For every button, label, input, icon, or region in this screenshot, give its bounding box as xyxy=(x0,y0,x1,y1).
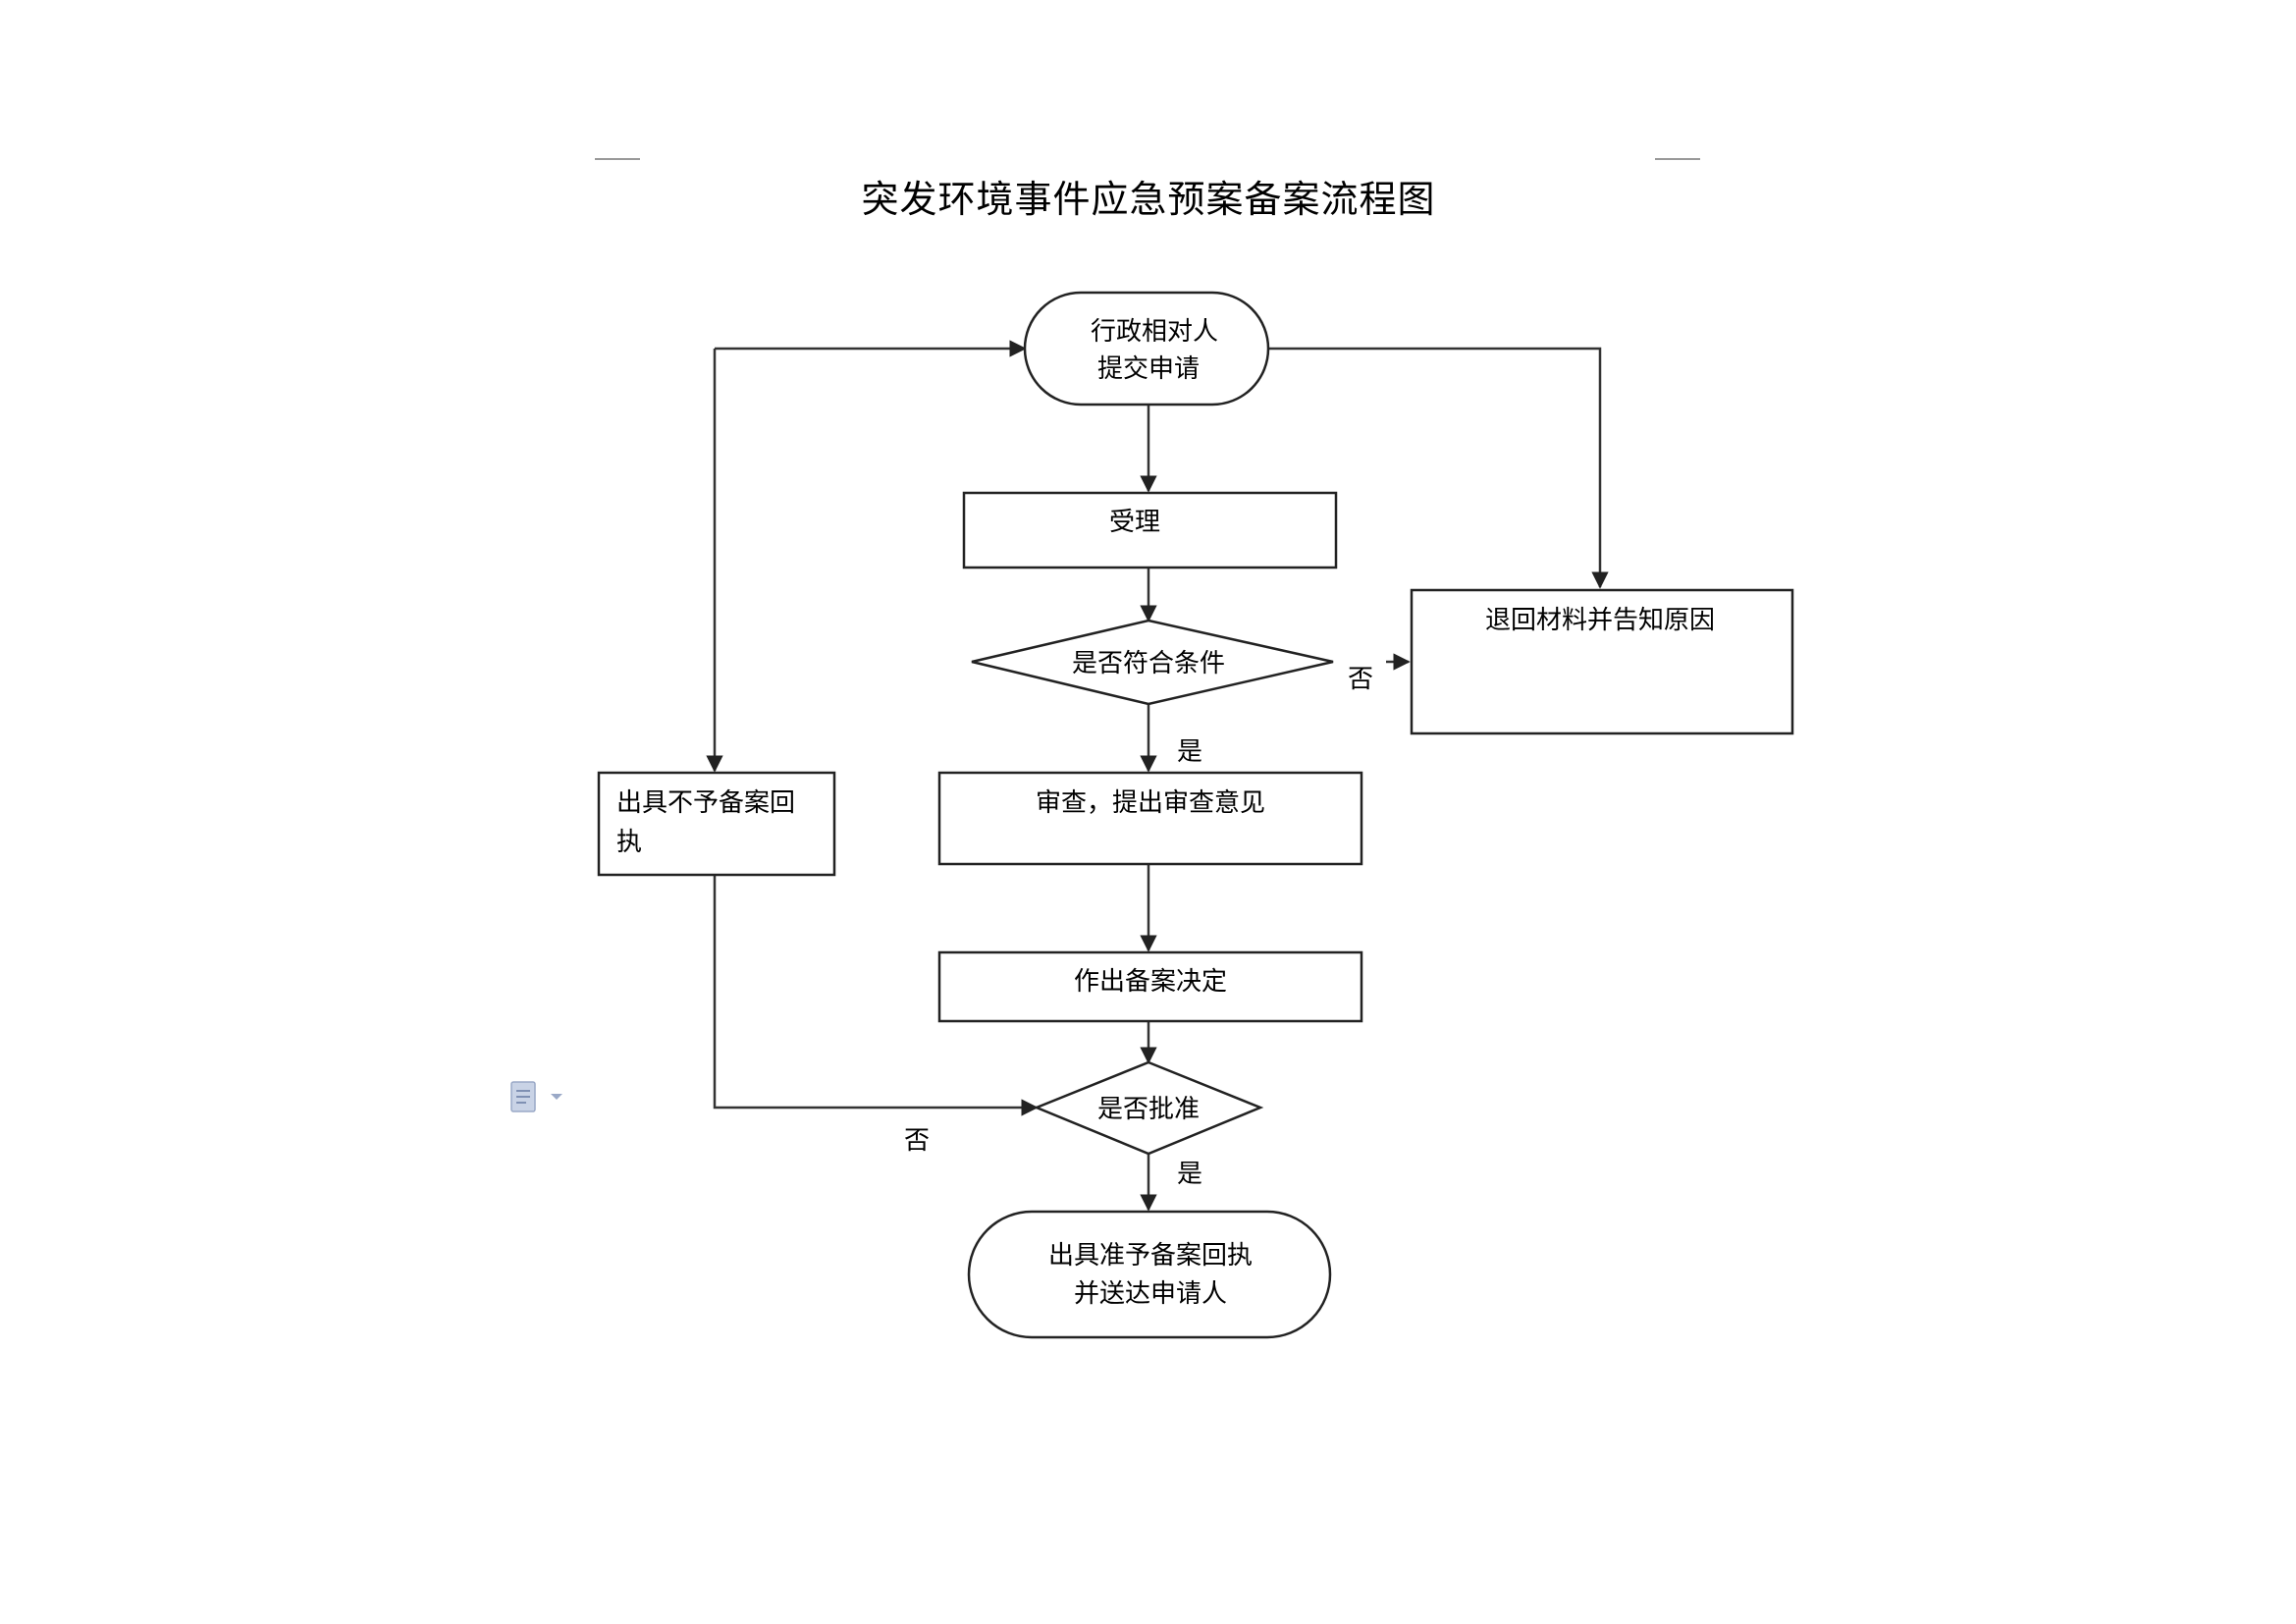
node-review-label: 审查，提出审查意见 xyxy=(1036,788,1265,818)
edge-label-approved-no: 否 xyxy=(904,1126,930,1156)
page-title: 突发环境事件应急预案备案流程图 xyxy=(861,178,1435,221)
node-approved: 是否批准 xyxy=(1033,1060,1264,1156)
node-start-line1: 行政相对人 xyxy=(1091,317,1218,347)
node-reject-receipt: 出具不予备案回 执 xyxy=(597,771,836,877)
node-end: 出具准予备案回执 并送达申请人 xyxy=(967,1210,1332,1339)
edge-start-to-return xyxy=(1268,347,1609,589)
node-reject-receipt-line2: 执 xyxy=(616,828,642,857)
node-decision-label: 作出备案决定 xyxy=(1074,967,1227,997)
node-approved-label: 是否批准 xyxy=(1097,1095,1200,1124)
node-return-materials: 退回材料并告知原因 xyxy=(1410,588,1794,735)
document-icon[interactable] xyxy=(510,1081,536,1112)
edge-label-conditions-no: 否 xyxy=(1348,665,1373,694)
node-return-materials-label: 退回材料并告知原因 xyxy=(1485,606,1715,635)
caret-down-icon[interactable] xyxy=(551,1094,562,1100)
node-end-line2: 并送达申请人 xyxy=(1074,1279,1227,1309)
node-end-line1: 出具准予备案回执 xyxy=(1048,1241,1253,1271)
node-check-conditions-label: 是否符合条件 xyxy=(1072,649,1225,678)
node-check-conditions: 是否符合条件 xyxy=(971,619,1334,706)
node-start-line2: 提交申请 xyxy=(1097,354,1200,384)
node-decision: 作出备案决定 xyxy=(937,950,1363,1023)
node-start: 行政相对人 提交申请 xyxy=(1023,291,1270,406)
node-accept-label: 受理 xyxy=(1109,508,1160,537)
edge-reject-to-approved xyxy=(713,874,1039,1116)
node-accept: 受理 xyxy=(962,491,1338,569)
node-reject-receipt-line1: 出具不予备案回 xyxy=(616,788,795,818)
node-review: 审查，提出审查意见 xyxy=(937,771,1363,866)
edge-label-approved-yes: 是 xyxy=(1177,1160,1202,1189)
edge-label-conditions-yes: 是 xyxy=(1177,737,1202,767)
